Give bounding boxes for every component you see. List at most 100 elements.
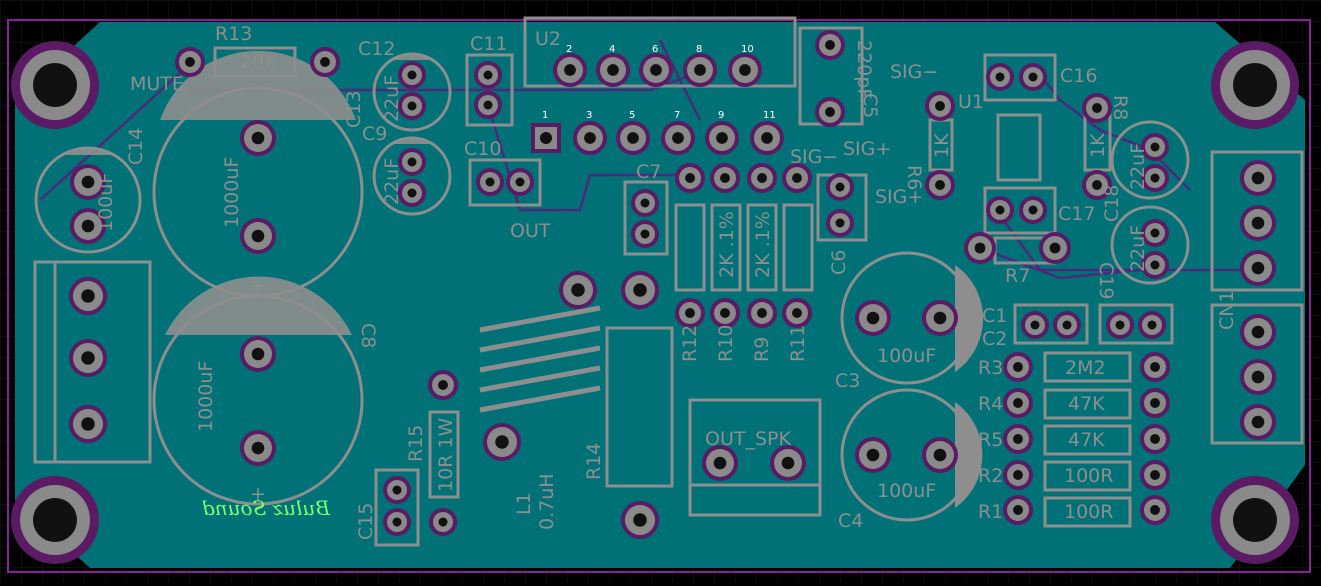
pad [240, 430, 276, 466]
label-c4: C4 [838, 510, 863, 532]
pad [69, 339, 107, 377]
pads [69, 30, 1276, 539]
pad [986, 196, 1014, 224]
label-c16: C16 [1060, 65, 1097, 87]
label-r1: R1 [978, 501, 1003, 523]
pad [1003, 460, 1033, 490]
label-r15: R15 [405, 425, 427, 462]
label-r14: R14 [583, 443, 605, 480]
value-r10: 2K .1% [716, 211, 738, 278]
value-r8: 1K [1087, 133, 1109, 158]
value-c19: 22uF [1127, 225, 1149, 272]
pad [506, 168, 534, 196]
label-c12: C12 [358, 38, 395, 60]
pad [1003, 424, 1033, 454]
label-r7: R7 [1005, 265, 1030, 287]
label-c19: C19 [1095, 262, 1117, 299]
pad [310, 47, 340, 77]
value-c4: 100uF [877, 480, 936, 502]
pad [1141, 133, 1169, 161]
pad [1240, 404, 1276, 440]
pad [815, 30, 845, 60]
pad [573, 121, 607, 155]
label-l1: L1 [513, 492, 535, 515]
pad [240, 336, 276, 372]
pad [925, 91, 955, 121]
label-c1: C1 [982, 305, 1007, 327]
u2-pin-number: 7 [674, 110, 680, 121]
label-r12: R12 [679, 325, 701, 362]
pad [474, 61, 502, 89]
pad [922, 300, 958, 336]
silkscreen-text: R13 20K MUTE C12 C11 U2 C9 C10 OUT C7 SI… [95, 23, 1238, 540]
pad [559, 271, 597, 309]
label-r10: R10 [715, 325, 737, 362]
value-r1: 100R [1064, 501, 1113, 523]
pad [428, 370, 458, 400]
pad [474, 91, 502, 119]
pad [1141, 219, 1169, 247]
value-r5: 47K [1068, 429, 1105, 451]
value-r9: 2K .1% [752, 211, 774, 278]
pad [398, 61, 426, 89]
pad [1003, 352, 1033, 382]
pad-hole [540, 132, 552, 144]
pad [69, 277, 107, 315]
value-r6: 1K [931, 133, 953, 158]
label-u1: U1 [958, 91, 984, 113]
value-r3: 2M2 [1065, 357, 1106, 379]
pad [1039, 232, 1071, 264]
plus-c8: + [250, 483, 266, 505]
u2-pin-number: 8 [696, 44, 702, 55]
signature-logo: Buluz Sound [202, 496, 331, 520]
label-c13: C13 [343, 91, 365, 128]
pad [750, 121, 784, 155]
pad [747, 163, 777, 193]
value-c18: 22uF [1127, 143, 1149, 190]
pad [1140, 424, 1170, 454]
label-out: OUT [510, 220, 551, 242]
pad [1141, 164, 1169, 192]
value-c13: 22uF [381, 75, 403, 122]
label-sig-minus: SIG− [790, 146, 838, 168]
value-c5: 220pF [853, 40, 875, 99]
pad [782, 163, 812, 193]
label-c17: C17 [1058, 203, 1095, 225]
pad [855, 300, 891, 336]
u2-pin-number: 1 [542, 110, 548, 121]
pad [964, 232, 996, 264]
pad [1240, 314, 1276, 350]
pad [1240, 250, 1276, 286]
pad [702, 445, 738, 481]
pad [826, 173, 854, 201]
pad [710, 298, 740, 328]
label-r2: R2 [978, 465, 1003, 487]
pad [631, 220, 659, 248]
label-r3: R3 [978, 357, 1003, 379]
mounting-holes [11, 41, 1299, 564]
label-sig-plus-lower: SIG+ [875, 186, 923, 208]
pad [925, 170, 955, 200]
pad [705, 121, 739, 155]
pad [1240, 359, 1276, 395]
pad [1003, 388, 1033, 418]
value-c9: 22uF [381, 158, 403, 205]
pad [240, 218, 276, 254]
value-c3: 100uF [877, 345, 936, 367]
u2-pin-number: 2 [566, 44, 572, 55]
label-c7: C7 [636, 161, 661, 183]
pad [922, 437, 958, 473]
pad [1140, 388, 1170, 418]
label-cn1: CN1 [1216, 290, 1238, 330]
pad [1082, 93, 1112, 123]
value-c-top-big: 1000uF [221, 157, 243, 228]
pad [986, 63, 1014, 91]
label-r13: R13 [215, 23, 252, 45]
label-r5: R5 [978, 429, 1003, 451]
pad [1138, 311, 1166, 339]
pad [1053, 311, 1081, 339]
pad [1019, 63, 1047, 91]
u2-pin-number: 4 [609, 44, 615, 55]
label-c15: C15 [355, 503, 377, 540]
